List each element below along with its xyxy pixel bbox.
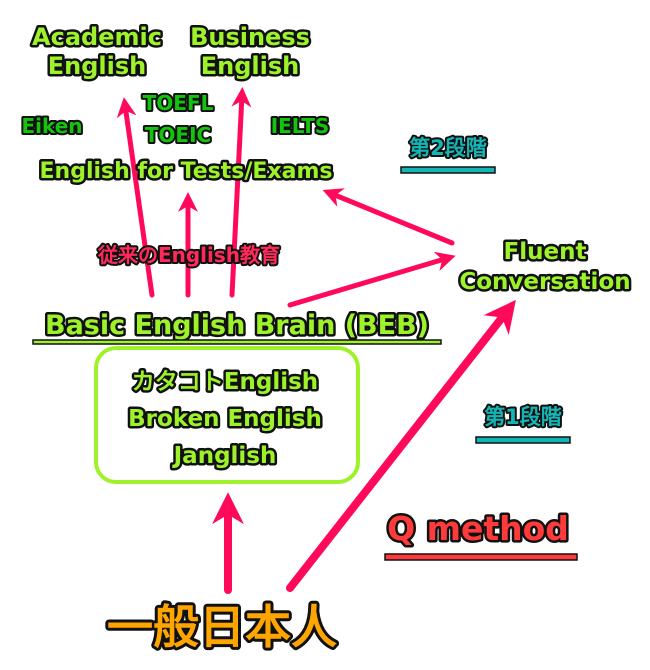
tests-heading: English for Tests/Exams: [40, 159, 333, 184]
fluent-line2: Conversation: [459, 269, 630, 295]
q-method-label: Q method: [387, 509, 569, 548]
beb-title: Basic English Brain (BEB): [45, 310, 429, 341]
origin-label: 一般日本人: [107, 600, 337, 654]
arrow-beb-to-fluent: [287, 251, 456, 308]
box-line-janglish: Janglish: [172, 443, 277, 469]
toeic-label: TOEIC: [145, 123, 211, 147]
fluent-line1: Fluent: [504, 239, 587, 265]
box-line-katakoto: カタコトEnglish: [132, 369, 318, 395]
arrow-origin-to-fluent: [286, 299, 516, 592]
eiken-label: Eiken: [21, 114, 82, 138]
academic-english-line1: Academic: [32, 23, 162, 51]
toefl-label: TOEFL: [143, 91, 214, 115]
academic-english-line2: English: [48, 52, 146, 80]
stage1-underline: [475, 436, 571, 444]
beb-underline: [32, 339, 442, 345]
box-line-broken: Broken English: [128, 406, 322, 432]
ielts-label: IELTS: [271, 114, 330, 138]
traditional-education-label: 従来のEnglish教育: [97, 243, 280, 267]
business-english-line2: English: [201, 52, 299, 80]
stage2-label: 第2段階: [409, 136, 487, 160]
stage2-underline: [400, 166, 496, 174]
broken-english-box: [94, 346, 360, 484]
business-english-line1: Business: [190, 23, 310, 51]
arrow-fluent-to-tests: [322, 188, 455, 246]
arrow-to-academic: [116, 97, 155, 298]
arrow-to-business: [229, 87, 252, 298]
q-method-underline: [384, 553, 578, 561]
stage1-label: 第1段階: [484, 405, 562, 429]
